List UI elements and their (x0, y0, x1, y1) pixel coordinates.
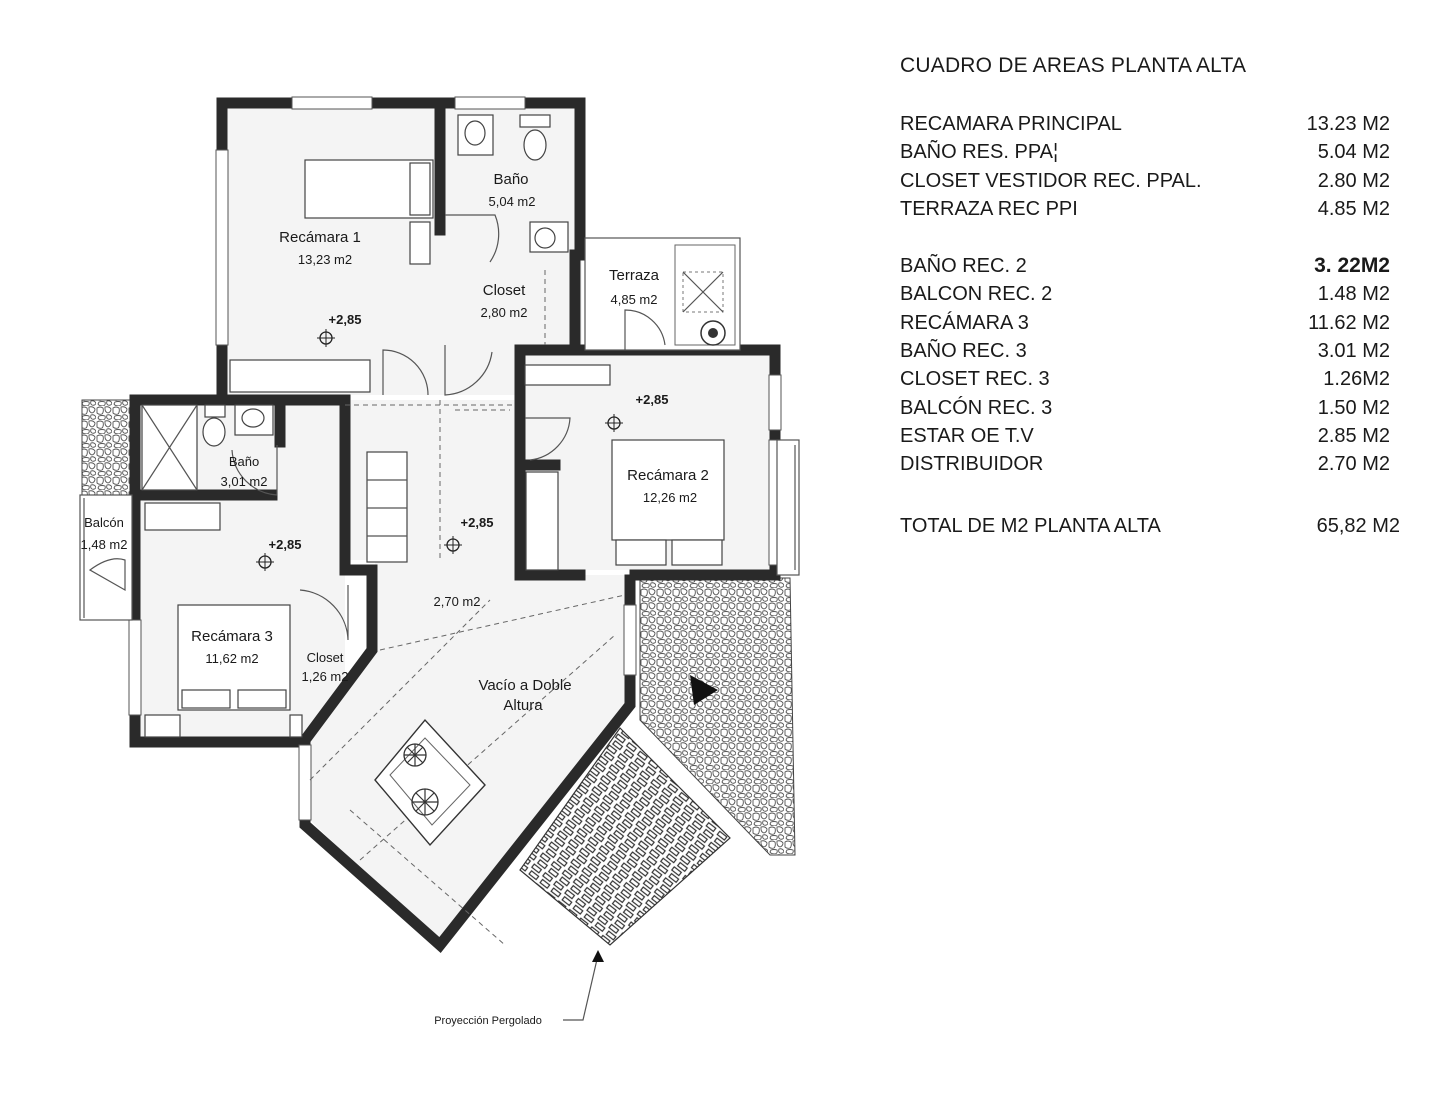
row-value: 2.70 M2 (1317, 453, 1390, 476)
row-label: BALCÓN REC. 3 (900, 396, 1053, 419)
void-double-height (309, 400, 626, 946)
table-row: RECÁMARA 3 11.62 M2 (900, 309, 1400, 337)
closet3-area: 1,26 m2 (302, 669, 349, 684)
table-total-row: TOTAL DE M2 PLANTA ALTA 65,82 M2 (900, 515, 1400, 538)
table-row: TERRAZA REC PPI 4.85 M2 (900, 195, 1400, 223)
terrace-outline (584, 237, 741, 351)
furniture (141, 114, 725, 738)
table-row: ESTAR OE T.V 2.85 M2 (900, 422, 1400, 450)
row-value: 1.26M2 (1323, 368, 1390, 391)
closet3-name: Closet (307, 650, 344, 665)
closet1-area: 2,80 m2 (481, 305, 528, 320)
row-value: 1.50 M2 (1317, 396, 1390, 419)
row-label: BAÑO REC. 2 (900, 255, 1027, 278)
pergola-projection (519, 727, 731, 946)
balcony-right (776, 439, 800, 576)
level-mark-icon (317, 329, 335, 347)
room-labels: Recámara 1 13,23 m2 Baño 5,04 m2 Closet … (81, 171, 709, 1027)
balcon-area: 1,48 m2 (81, 537, 128, 552)
plant-icons (403, 743, 439, 816)
table-row: CLOSET REC. 3 1.26M2 (900, 365, 1400, 393)
row-value: 13.23 M2 (1306, 113, 1390, 135)
level-mark-icon (256, 553, 274, 571)
table-row: BAÑO REC. 3 3.01 M2 (900, 337, 1400, 365)
row-value: 1.48 M2 (1317, 283, 1390, 306)
vacio-line2: Altura (503, 697, 543, 714)
terraza-name: Terraza (609, 267, 660, 284)
recamara3-area: 11,62 m2 (205, 651, 258, 666)
balcon-name: Balcón (84, 515, 124, 530)
row-value: 5.04 M2 (1317, 141, 1390, 164)
row-value: 3. 22M2 (1314, 254, 1390, 278)
table-row: BAÑO REC. 2 3. 22M2 (900, 252, 1400, 280)
table-row: DISTRIBUIDOR 2.70 M2 (900, 450, 1400, 478)
row-value: 4.85 M2 (1317, 197, 1390, 220)
closet1-name: Closet (483, 282, 526, 299)
area-table: CUADRO DE AREAS PLANTA ALTA RECAMARA PRI… (900, 54, 1400, 538)
terraza-area: 4,85 m2 (611, 292, 658, 307)
row-label: CLOSET REC. 3 (900, 368, 1050, 391)
bano3-area: 3,01 m2 (221, 474, 268, 489)
arrow-marker-icon (690, 675, 718, 705)
recamara1-area: 13,23 m2 (298, 252, 352, 267)
row-value: 2.85 M2 (1317, 424, 1390, 447)
total-value: 65,82 M2 (1316, 514, 1400, 537)
table-row: BALCON REC. 2 1.48 M2 (900, 280, 1400, 308)
level-mark-icon (605, 414, 623, 432)
table-row: BAÑO RES. PPA¦ 5.04 M2 (900, 138, 1400, 166)
stone-patio-left (81, 399, 135, 496)
bano1-name: Baño (493, 171, 528, 188)
row-label: DISTRIBUIDOR (900, 453, 1044, 476)
level-mark-icon (444, 536, 462, 554)
level-label-3: +2,85 (461, 515, 494, 530)
table-row: CLOSET VESTIDOR REC. PPAL. 2.80 M2 (900, 167, 1400, 195)
pergola-leader (563, 950, 604, 1021)
row-label: BAÑO RES. PPA¦ (900, 141, 1059, 164)
table-group-principal: RECAMARA PRINCIPAL 13.23 M2 BAÑO RES. PPA¦… (900, 110, 1400, 223)
row-label: TERRAZA REC PPI (900, 197, 1078, 220)
row-value: 2.80 M2 (1317, 169, 1390, 192)
row-label: BALCON REC. 2 (900, 283, 1053, 306)
level-label-4: +2,85 (269, 537, 302, 552)
row-label: RECÁMARA 3 (900, 311, 1029, 334)
recamara2-area: 12,26 m2 (643, 490, 697, 505)
bano3-name: Baño (229, 454, 259, 469)
recamara2-name: Recámara 2 (627, 467, 709, 484)
level-markers (256, 329, 623, 571)
row-value: 3.01 M2 (1317, 340, 1390, 363)
vacio-line1: Vacío a Doble (478, 677, 571, 694)
distribuidor-area: 2,70 m2 (434, 594, 481, 609)
row-value: 11.62 M2 (1308, 311, 1390, 334)
door-swings (231, 214, 666, 641)
bano1-area: 5,04 m2 (489, 194, 536, 209)
row-label: RECAMARA PRINCIPAL (900, 113, 1122, 135)
table-row: RECAMARA PRINCIPAL 13.23 M2 (900, 110, 1400, 138)
level-label-1: +2,85 (329, 312, 362, 327)
row-label: CLOSET VESTIDOR REC. PPAL. (900, 169, 1202, 192)
row-label: ESTAR OE T.V (900, 424, 1034, 447)
total-label: TOTAL DE M2 PLANTA ALTA (900, 514, 1161, 537)
table-row: BALCÓN REC. 3 1.50 M2 (900, 394, 1400, 422)
windows (128, 96, 782, 821)
recamara1-name: Recámara 1 (279, 229, 361, 246)
pergola-label: Proyección Pergolado (434, 1015, 542, 1027)
table-title: CUADRO DE AREAS PLANTA ALTA (900, 54, 1247, 77)
row-label: BAÑO REC. 3 (900, 340, 1027, 363)
balcony-left (79, 494, 133, 621)
floor-plan: Recámara 1 13,23 m2 Baño 5,04 m2 Closet … (79, 96, 800, 1027)
recamara3-name: Recámara 3 (191, 628, 273, 645)
level-label-2: +2,85 (636, 392, 669, 407)
